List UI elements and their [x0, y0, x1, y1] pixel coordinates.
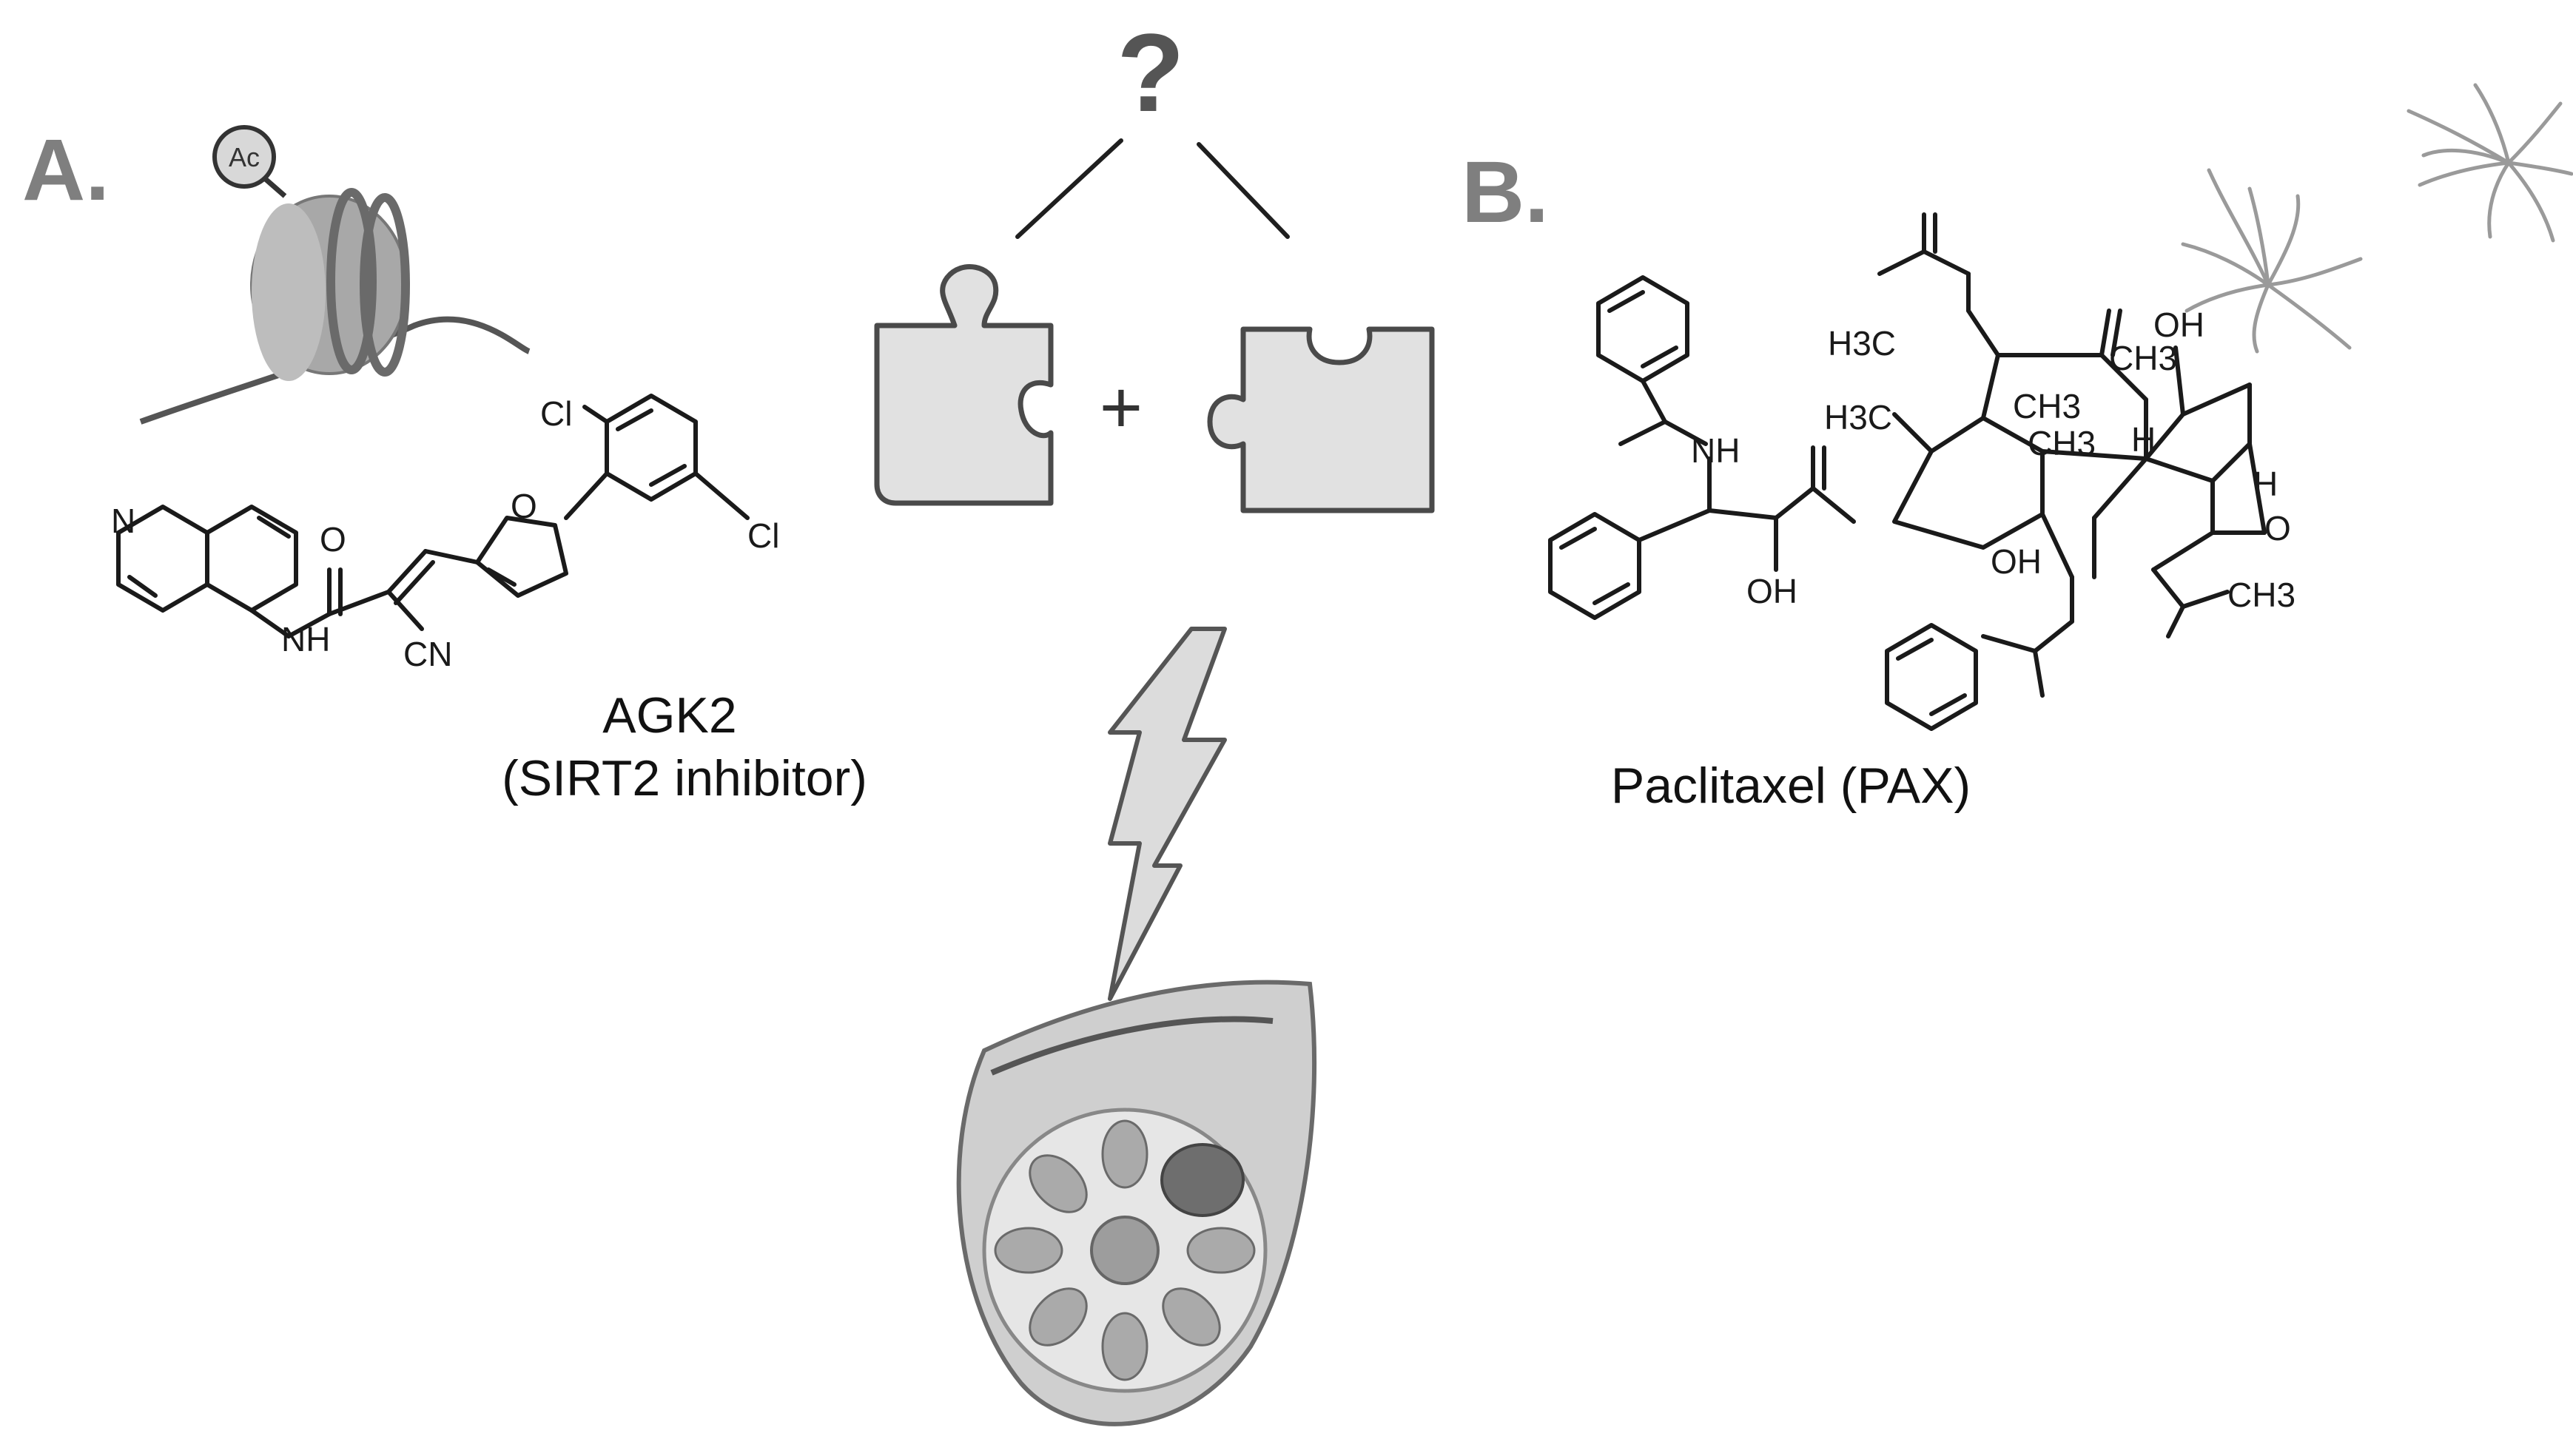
pax-atom-h3c-top: H3C [1828, 324, 1896, 363]
pax-atom-ch3-c: CH3 [2109, 339, 2177, 377]
panel-label-b: B. [1462, 144, 1549, 241]
paclitaxel-structure: H3C H3C CH3 CH3 CH3 CH3 OH OH OH NH H H … [1548, 212, 2295, 731]
pax-atom-h-b: H [2253, 465, 2278, 503]
pax-atom-ch3-right: CH3 [2227, 576, 2295, 614]
breast-tissue-icon [956, 980, 1317, 1426]
agk2-atom-n: N [111, 502, 135, 540]
pax-atom-ch3-a: CH3 [2013, 387, 2081, 425]
pax-atom-ch3-b: CH3 [2028, 424, 2096, 462]
agk2-structure: N O NH CN O Cl Cl [111, 394, 779, 673]
microtubule-aster-icon [2181, 83, 2573, 354]
agk2-atom-furan-o: O [511, 487, 537, 525]
panel-label-a: A. [22, 121, 110, 219]
pax-atom-o: O [2264, 509, 2291, 547]
histone-nucleosome-icon: Ac [139, 125, 531, 425]
pax-atom-h3c-left: H3C [1824, 398, 1892, 437]
acetyl-tag: Ac [229, 142, 260, 172]
pax-atom-nh: NH [1691, 431, 1740, 470]
pax-atom-oh-top: OH [2153, 306, 2204, 344]
pax-atom-oh-mid: OH [1991, 542, 2042, 581]
question-mark: ? [1117, 10, 1185, 135]
agk2-name: AGK2 [602, 687, 736, 744]
agk2-atom-nh: NH [281, 620, 330, 658]
agk2-description: (SIRT2 inhibitor) [502, 750, 867, 806]
lightning-bolt-icon [1108, 627, 1227, 1001]
connector-left [1015, 138, 1123, 239]
pax-atom-h-a: H [2131, 420, 2156, 459]
connector-right [1197, 142, 1290, 239]
agk2-atom-cn: CN [403, 635, 452, 673]
puzzle-piece-left-icon [874, 264, 1054, 506]
pax-atom-oh-bottom: OH [1746, 572, 1797, 610]
plus-sign: + [1100, 366, 1143, 449]
agk2-atom-o: O [320, 520, 346, 559]
agk2-atom-cl-2: Cl [747, 516, 779, 555]
paclitaxel-name: Paclitaxel (PAX) [1611, 758, 1971, 814]
agk2-atom-cl-1: Cl [540, 394, 572, 433]
puzzle-piece-right-icon [1207, 326, 1435, 513]
